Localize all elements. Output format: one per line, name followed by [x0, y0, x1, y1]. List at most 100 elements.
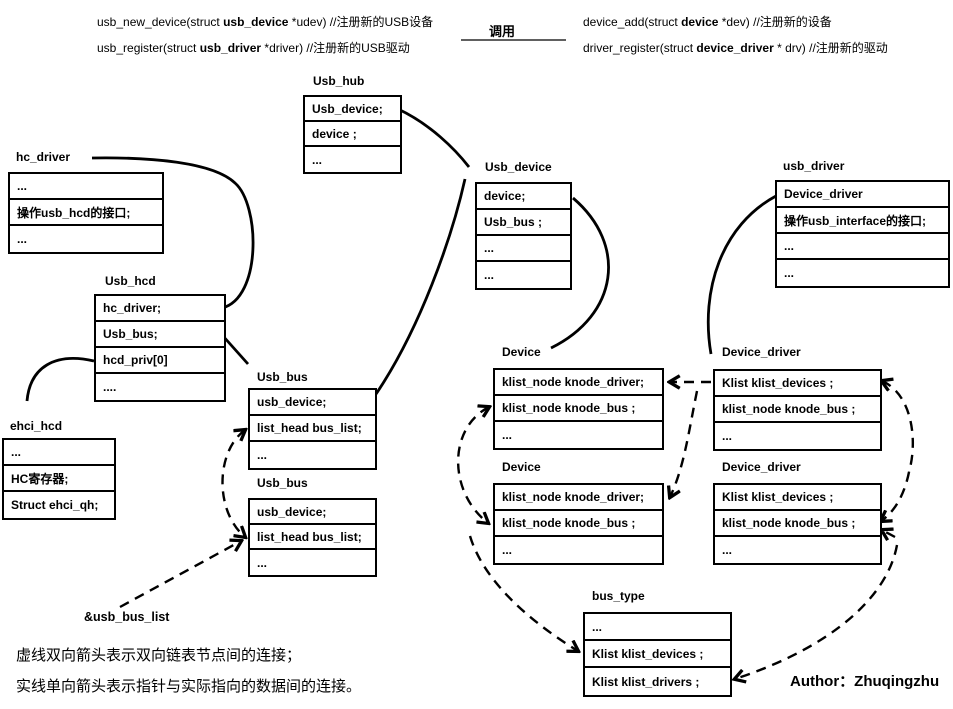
dashed-right-loop-second-head [882, 530, 896, 537]
struct-row: klist_node knode_driver; [495, 485, 662, 511]
struct-type-name: usb_driver [199, 41, 262, 55]
arrow-usbdevice-to-device [550, 196, 610, 350]
struct-row: Usb_bus ; [477, 210, 570, 236]
arrow-usbhcd-to-hcdriver [91, 156, 255, 310]
struct-title-usb-hcd: Usb_hcd [105, 274, 156, 288]
struct-row: klist_node knode_driver; [495, 370, 662, 396]
struct-row: ... [17, 232, 28, 246]
struct-row: ... [257, 448, 268, 462]
struct-row: 操作usb_hcd的接口; [10, 200, 162, 226]
struct-row: Struct ehci_qh; [11, 498, 99, 512]
struct-box-device-driver-1: Klist klist_devices ;klist_node knode_bu… [713, 369, 882, 451]
struct-box-device-1: klist_node knode_driver;klist_node knode… [493, 368, 664, 450]
struct-row: Klist klist_devices ; [585, 641, 730, 668]
dashed-device1-device2-knodebus [457, 407, 489, 523]
code-line: usb_new_device(struct usb_device *udev) … [97, 9, 433, 35]
struct-box-usb-hub: Usb_device;device ;... [303, 95, 402, 174]
struct-title-bus-type: bus_type [592, 589, 645, 603]
struct-row: Klist klist_drivers ; [592, 674, 700, 689]
struct-row: ... [312, 152, 323, 167]
struct-row: ... [722, 543, 733, 557]
code-text: *dev) //注册新的设备 [718, 15, 832, 29]
code-text: * drv) //注册新的驱动 [773, 41, 888, 55]
struct-row: ... [10, 174, 162, 200]
code-text: device_add(struct [583, 15, 682, 29]
struct-row: ... [585, 614, 730, 641]
struct-row: ... [502, 543, 513, 557]
struct-type-name: device [681, 15, 719, 29]
usb-bus-list-label: &usb_bus_list [84, 610, 170, 624]
arrow-usbhcd-to-ehcihcd [25, 357, 95, 402]
code-line: device_add(struct device *dev) //注册新的设备 [583, 9, 888, 35]
struct-title-hc-driver: hc_driver [16, 150, 71, 164]
struct-row: hcd_priv[0] [96, 348, 224, 374]
dashed-device2-to-bustype [468, 535, 578, 651]
struct-row: Usb_bus; [96, 322, 224, 348]
dashed-devicedriver1-to-device2 [670, 390, 699, 497]
struct-row: ... [777, 234, 948, 260]
struct-row: Usb_device; [305, 97, 400, 122]
code-line: driver_register(struct device_driver * d… [583, 35, 888, 61]
code-block-usb-api: usb_new_device(struct usb_device *udev) … [97, 9, 433, 61]
struct-type-name: device_driver [696, 41, 774, 55]
struct-title-device-2: Device [502, 460, 541, 474]
code-line: usb_register(struct usb_driver *driver) … [97, 35, 433, 61]
struct-title-usb-bus-1: Usb_bus [257, 370, 308, 384]
struct-box-hc-driver: ...操作usb_hcd的接口;... [8, 172, 164, 254]
legend-solid: 实线单向箭头表示指针与实际指向的数据间的连接。 [16, 679, 362, 695]
code-text: usb_new_device(struct [97, 15, 224, 29]
struct-row: ... [257, 555, 268, 570]
arrow-usbbus-to-usbdevice [372, 178, 467, 398]
struct-row: Klist klist_devices ; [715, 485, 880, 511]
struct-row: HC寄存器; [4, 466, 114, 492]
dashed-right-loop-mid [881, 471, 911, 521]
code-text: *driver) //注册新的USB驱动 [261, 41, 410, 55]
struct-row: klist_node knode_bus ; [715, 397, 880, 423]
struct-row: usb_device; [250, 390, 375, 416]
struct-row: Klist klist_devices ; [715, 371, 880, 397]
struct-row: usb_device; [250, 500, 375, 525]
code-text: driver_register(struct [583, 41, 697, 55]
struct-title-usb-hub: Usb_hub [313, 74, 365, 88]
struct-row: ... [477, 236, 570, 262]
struct-title-device-1: Device [502, 345, 541, 359]
struct-box-device-driver-2: Klist klist_devices ;klist_node knode_bu… [713, 483, 882, 565]
struct-row: Device_driver [777, 182, 948, 208]
struct-title-usb-bus-2: Usb_bus [257, 476, 308, 490]
call-label: 调用 [489, 24, 516, 39]
author-label: Author：Zhuqingzhu [790, 673, 940, 690]
struct-box-usb-hcd: hc_driver;Usb_bus;hcd_priv[0].... [94, 294, 226, 402]
struct-box-device-2: klist_node knode_driver;klist_node knode… [493, 483, 664, 565]
struct-row: device ; [305, 122, 400, 147]
legend-dashed: 虚线双向箭头表示双向链表节点间的连接； [16, 648, 302, 664]
dashed-right-loop-bottom [735, 544, 899, 679]
struct-row: list_head bus_list; [250, 416, 375, 442]
struct-row: ... [722, 429, 733, 443]
code-text: usb_register(struct [97, 41, 200, 55]
code-text: *udev) //注册新的USB设备 [288, 15, 434, 29]
struct-type-name: usb_device [223, 15, 289, 29]
struct-row: hc_driver; [96, 296, 224, 322]
struct-box-usb-device: device;Usb_bus ;...... [475, 182, 572, 290]
dashed-usbbus1-usbbus2 [221, 430, 246, 537]
struct-box-ehci-hcd: ...HC寄存器;Struct ehci_qh; [2, 438, 116, 520]
struct-row: klist_node knode_bus ; [495, 511, 662, 537]
arrow-usbhcd-to-usbbus [221, 335, 250, 365]
dashed-buslist-pointer [119, 541, 241, 609]
struct-title-device-driver-1: Device_driver [722, 345, 801, 359]
struct-title-ehci-hcd: ehci_hcd [10, 419, 63, 433]
struct-row: ... [784, 266, 795, 280]
struct-row: klist_node knode_bus ; [715, 511, 880, 537]
struct-title-usb-device: Usb_device [485, 160, 552, 174]
struct-box-usb-bus-2: usb_device;list_head bus_list;... [248, 498, 377, 577]
struct-row: .... [103, 380, 117, 394]
arrow-usbhub-to-usbdevice [397, 107, 471, 168]
struct-title-usb-driver: usb_driver [783, 159, 845, 173]
struct-row: klist_node knode_bus ; [495, 396, 662, 422]
struct-box-usb-bus-1: usb_device;list_head bus_list;... [248, 388, 377, 470]
struct-row: list_head bus_list; [250, 525, 375, 550]
